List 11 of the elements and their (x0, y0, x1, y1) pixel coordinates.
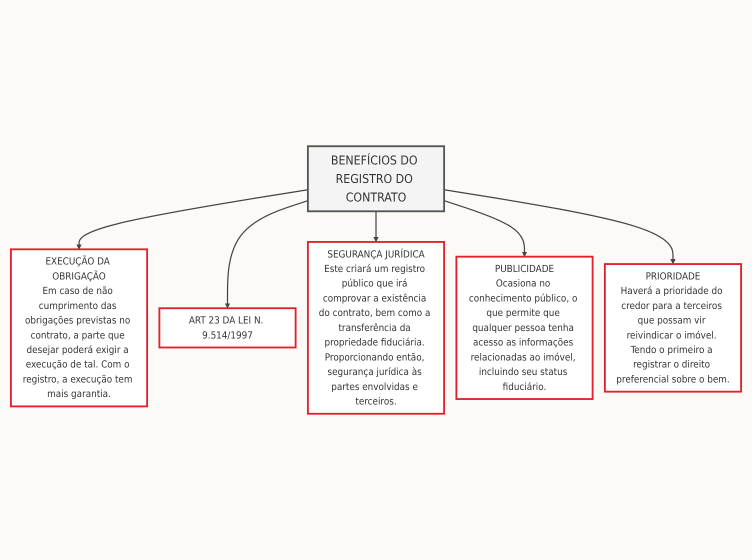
arrow (444, 200, 528, 257)
node-box: EXECUÇÃO DA OBRIGAÇÃO Em caso de não cumprimento das obrigações previstas no contrato, a parte que desejar poderá exigir a execução de tal. Com o registro, a execução tem mais garantia. (10, 248, 148, 408)
arrow (76, 189, 308, 250)
node-box: PRIORIDADE Haverá a prioridade do credor para a terceiros que possam vir reivindicar o imóvel. Tendo o primeiro a registrar o direito preferencial sobre o bem. (604, 263, 742, 393)
node-box: SEGURANÇA JURÍDICA Este criará um registro público que irá comprovar a existência do contrato, bem como a transferência da propriedade fiduciária. Proporcionando então, segurança jurídica às partes envolvidas e terceiros. (306, 241, 446, 415)
arrow (444, 189, 676, 264)
node-box: ART 23 DA LEI N. 9.514/1997 (158, 307, 297, 348)
node-box: BENEFÍCIOS DO REGISTRO DO CONTRATO (306, 145, 446, 212)
arrow (224, 200, 308, 308)
arrow (373, 211, 379, 242)
node-box: PUBLICIDADE Ocasiona no conhecimento público, o que permite que qualquer pessoa tenha acesso as informações relacionadas ao imóvel, incluindo seu status fiduciário. (455, 256, 594, 400)
